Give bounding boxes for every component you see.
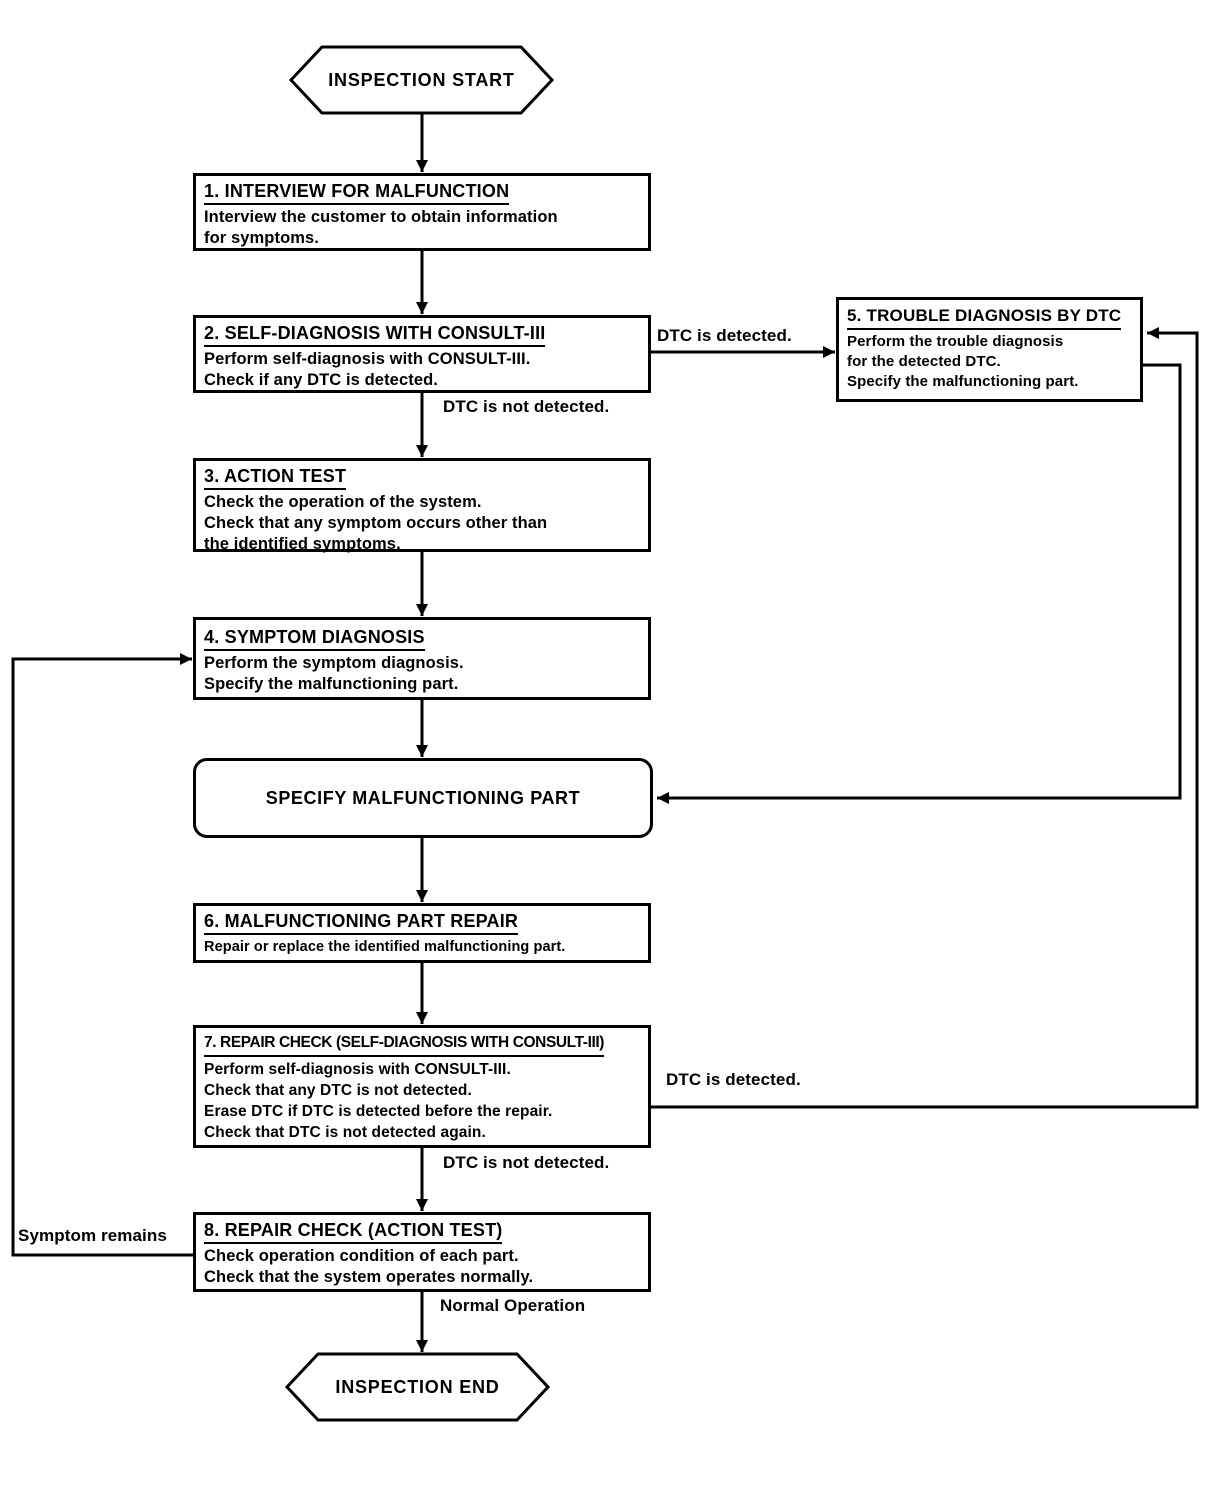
step5-body: Perform the trouble diagnosis for the de… bbox=[847, 333, 1079, 390]
arrow-step7-to-step5 bbox=[651, 327, 1199, 1109]
step2-body: Perform self-diagnosis with CONSULT-III.… bbox=[204, 350, 531, 389]
step3-title: 3. ACTION TEST bbox=[204, 465, 347, 490]
step6-title: 6. MALFUNCTIONING PART REPAIR bbox=[204, 910, 519, 935]
step7-title: 7. REPAIR CHECK (SELF-DIAGNOSIS WITH CON… bbox=[204, 1032, 604, 1057]
end-terminator-label: INSPECTION END bbox=[335, 1376, 500, 1397]
arrow-step8-to-step4 bbox=[11, 653, 195, 1257]
step8-title: 8. REPAIR CHECK (ACTION TEST) bbox=[204, 1219, 503, 1244]
step1-title: 1. INTERVIEW FOR MALFUNCTION bbox=[204, 180, 510, 205]
step7-body: Perform self-diagnosis with CONSULT-III.… bbox=[204, 1061, 553, 1141]
step3-body: Check the operation of the system. Check… bbox=[204, 493, 548, 553]
step8-body: Check operation condition of each part. … bbox=[204, 1247, 534, 1286]
edge-label-dtc-not-detected-top: DTC is not detected. bbox=[443, 397, 610, 416]
edge-label-dtc-not-detected-bottom: DTC is not detected. bbox=[443, 1153, 610, 1172]
step4-title: 4. SYMPTOM DIAGNOSIS bbox=[204, 626, 425, 651]
step3-box: 3. ACTION TEST Check the operation of th… bbox=[193, 458, 651, 553]
step6-body: Repair or replace the identified malfunc… bbox=[204, 939, 566, 955]
specify-box: SPECIFY MALFUNCTIONING PART bbox=[193, 758, 653, 838]
step4-body: Perform the symptom diagnosis. Specify t… bbox=[204, 654, 464, 693]
edge-label-dtc-detected-top: DTC is detected. bbox=[657, 326, 792, 345]
step2-title: 2. SELF-DIAGNOSIS WITH CONSULT-III bbox=[204, 322, 546, 347]
step1-body: Interview the customer to obtain informa… bbox=[204, 208, 558, 247]
step6-box: 6. MALFUNCTIONING PART REPAIR Repair or … bbox=[193, 903, 651, 963]
step5-title: 5. TROUBLE DIAGNOSIS BY DTC bbox=[847, 305, 1122, 330]
edge-label-dtc-detected-bottom: DTC is detected. bbox=[666, 1070, 801, 1089]
edge-label-symptom-remains: Symptom remains bbox=[18, 1226, 167, 1245]
start-terminator-shape bbox=[288, 45, 555, 115]
arrow-step5-to-specify bbox=[657, 363, 1182, 804]
step7-box: 7. REPAIR CHECK (SELF-DIAGNOSIS WITH CON… bbox=[193, 1025, 651, 1148]
step8-box: 8. REPAIR CHECK (ACTION TEST) Check oper… bbox=[193, 1212, 651, 1292]
step5-box: 5. TROUBLE DIAGNOSIS BY DTC Perform the … bbox=[836, 297, 1143, 402]
start-terminator-label: INSPECTION START bbox=[328, 69, 515, 90]
step2-box: 2. SELF-DIAGNOSIS WITH CONSULT-III Perfo… bbox=[193, 315, 651, 393]
step4-box: 4. SYMPTOM DIAGNOSIS Perform the symptom… bbox=[193, 617, 651, 700]
edge-label-normal-operation: Normal Operation bbox=[440, 1296, 586, 1315]
specify-label: SPECIFY MALFUNCTIONING PART bbox=[265, 787, 581, 808]
step1-box: 1. INTERVIEW FOR MALFUNCTION Interview t… bbox=[193, 173, 651, 251]
end-terminator-shape bbox=[284, 1352, 551, 1422]
